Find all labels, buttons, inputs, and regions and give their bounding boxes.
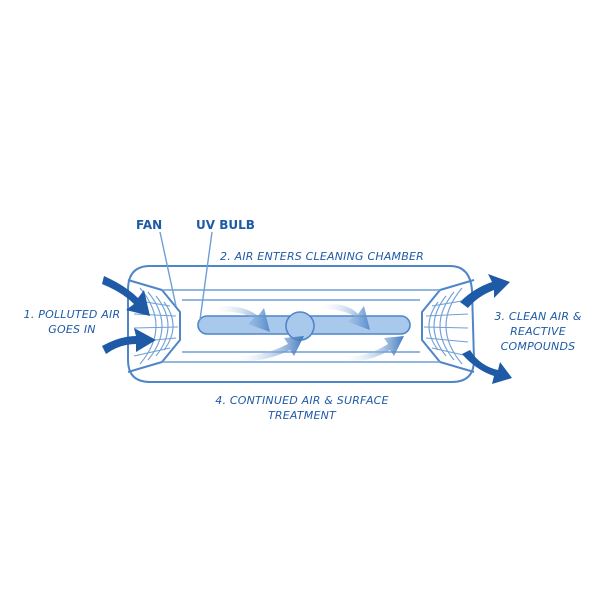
uv-bulb-leader-line — [199, 231, 213, 321]
step4-label-line1: 4. CONTINUED AIR & SURFACE — [215, 394, 388, 407]
intake-arrows — [102, 276, 156, 354]
fan-label: FAN — [136, 218, 162, 232]
uv-bulb-center — [285, 311, 315, 341]
internal-airflow-arrows — [210, 304, 404, 361]
fan-leader-line — [159, 231, 177, 307]
step2-label: 2. AIR ENTERS CLEANING CHAMBER — [220, 250, 424, 263]
exhaust-arrows — [460, 274, 512, 384]
step3-label-line2: REACTIVE — [510, 325, 566, 338]
step1-label-line2: GOES IN — [48, 323, 95, 336]
left-intake-face — [127, 279, 181, 373]
step1-label-line1: 1. POLLUTED AIR — [24, 308, 121, 321]
right-fan-grille — [423, 287, 469, 365]
right-exhaust-face — [421, 279, 475, 373]
step3-label-line3: COMPOUNDS — [501, 340, 576, 353]
step3-label-line1: 3. CLEAN AIR & — [494, 310, 582, 323]
uv-bulb-label: UV BULB — [196, 218, 255, 232]
step4-label-line2: TREATMENT — [268, 409, 337, 422]
